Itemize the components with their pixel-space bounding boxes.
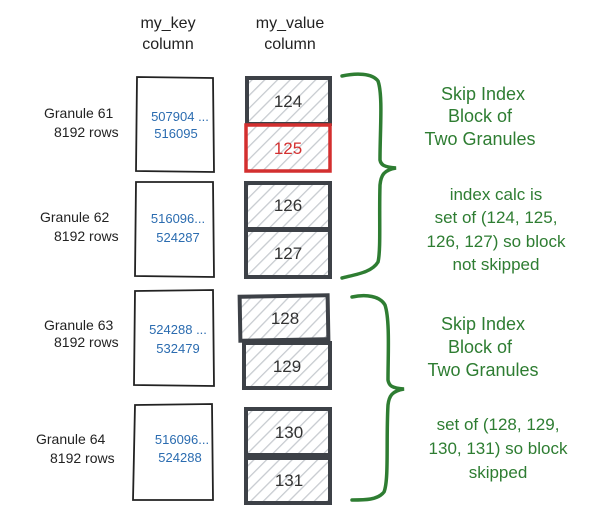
value-cell: 126 xyxy=(244,181,332,231)
granule-rows: 8192 rows xyxy=(54,124,119,140)
key-range-start: 516096... xyxy=(155,432,209,447)
key-range-box xyxy=(133,289,215,387)
skip-block-note-line-1: index calc is xyxy=(450,185,543,204)
granule-label: Granule 63 xyxy=(44,317,113,333)
value-cell: 128 xyxy=(237,293,331,343)
key-range-end: 524287 xyxy=(156,230,199,245)
value-cell-box xyxy=(244,407,332,457)
key-range-end: 516095 xyxy=(154,126,197,141)
value-cell: 129 xyxy=(242,341,332,390)
skip-block-title-line-3: Two Granules xyxy=(427,360,538,380)
skip-block-note-line-3: skipped xyxy=(469,463,528,482)
value-cell-box xyxy=(242,341,332,390)
granule-64: Granule 64 8192 rows 516096... 524288 13… xyxy=(36,403,332,505)
value-cell-box xyxy=(244,228,332,279)
value-column-header-line-2: column xyxy=(264,36,316,53)
key-range-box xyxy=(135,76,215,173)
skip-block-2: Skip Index Block of Two Granules set of … xyxy=(350,293,568,502)
value-cell-text: 126 xyxy=(274,196,302,215)
skip-block-title-line-1: Skip Index xyxy=(441,84,525,104)
key-range-start: 516096... xyxy=(151,211,205,226)
skip-block-1: Skip Index Block of Two Granules index c… xyxy=(340,72,566,280)
skip-block-note-line-4: not skipped xyxy=(453,255,540,274)
skip-block-note-line-2: 130, 131) so block xyxy=(429,439,568,458)
granule-label: Granule 62 xyxy=(40,209,109,225)
key-column-header-line-2: column xyxy=(142,36,194,53)
value-cell-box xyxy=(244,123,332,173)
skip-block-title-line-3: Two Granules xyxy=(424,129,535,149)
value-cell-text: 124 xyxy=(274,92,302,111)
granule-rows: 8192 rows xyxy=(54,228,119,244)
skip-block-note-line-1: set of (128, 129, xyxy=(437,415,560,434)
value-column-header: my_value column xyxy=(256,15,325,53)
value-cell-text: 127 xyxy=(274,244,302,263)
value-cell: 131 xyxy=(244,456,332,505)
value-cell: 127 xyxy=(244,228,332,279)
key-range-start: 524288 ... xyxy=(149,322,207,337)
key-column-header: my_key column xyxy=(140,15,195,53)
granule-rows: 8192 rows xyxy=(50,450,115,466)
skip-block-title-line-2: Block of xyxy=(448,106,513,126)
granule-label: Granule 61 xyxy=(44,105,113,121)
value-cell-text: 125 xyxy=(274,139,302,158)
value-cell-text: 131 xyxy=(275,471,303,490)
granule-rows: 8192 rows xyxy=(54,334,119,350)
key-range-end: 532479 xyxy=(156,341,199,356)
skip-block-note-line-3: 126, 127) so block xyxy=(427,232,566,251)
granule-62: Granule 62 8192 rows 516096... 524287 12… xyxy=(40,181,332,279)
skip-block-title-line-1: Skip Index xyxy=(441,314,525,334)
value-cell-text: 128 xyxy=(271,309,299,328)
key-range-box xyxy=(132,403,214,501)
value-cell-text: 130 xyxy=(275,423,303,442)
value-cell: 130 xyxy=(244,407,332,457)
skip-block-title-line-2: Block of xyxy=(448,337,513,357)
value-cell-text: 129 xyxy=(273,357,301,376)
value-cell-box xyxy=(244,456,332,505)
key-range-end: 524288 xyxy=(158,450,201,465)
curly-brace-icon xyxy=(340,72,397,280)
value-cell-highlighted: 125 xyxy=(244,123,332,173)
key-range-box xyxy=(134,181,215,278)
granule-63: Granule 63 8192 rows 524288 ... 532479 1… xyxy=(44,289,332,390)
granule-61: Granule 61 8192 rows 507904 ... 516095 1… xyxy=(44,76,332,173)
value-cell-box xyxy=(237,293,331,343)
skip-block-note-line-2: set of (124, 125, xyxy=(435,208,558,227)
curly-brace-icon xyxy=(350,293,405,502)
key-column-header-line-1: my_key xyxy=(140,15,195,32)
key-range-start: 507904 ... xyxy=(151,109,209,124)
granule-label: Granule 64 xyxy=(36,431,105,447)
value-cell: 124 xyxy=(245,76,332,126)
value-column-header-line-1: my_value xyxy=(256,15,325,32)
